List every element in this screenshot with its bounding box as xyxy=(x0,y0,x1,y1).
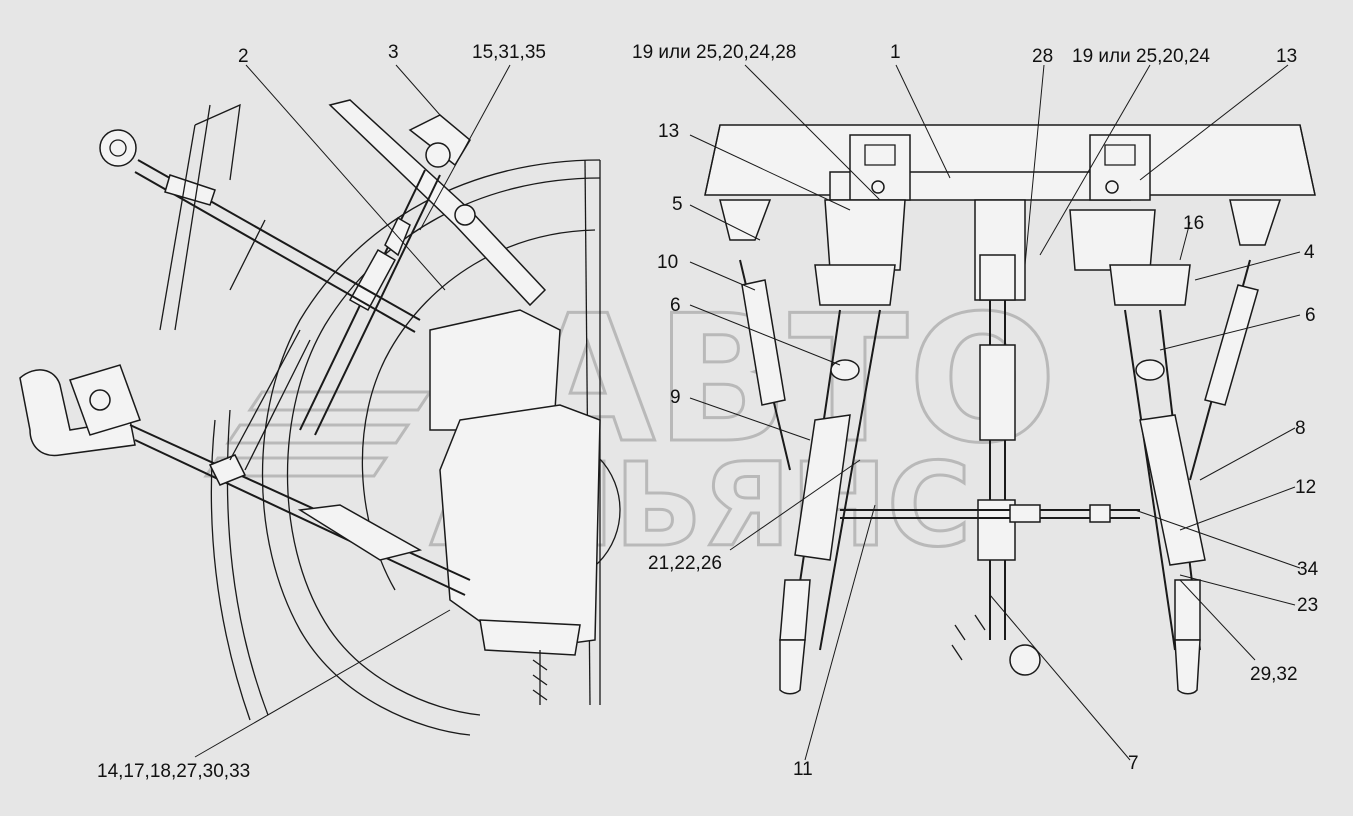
upper-linkage xyxy=(299,99,547,436)
callout-3: 3 xyxy=(388,42,399,63)
callout-14-17-18-27-30-33: 14,17,18,27,30,33 xyxy=(97,761,250,782)
callout-5: 5 xyxy=(672,194,683,215)
left-lower-arm xyxy=(779,309,881,695)
callout-2: 2 xyxy=(238,46,249,67)
callout-6-right: 6 xyxy=(1305,305,1316,326)
callout-9: 9 xyxy=(670,387,681,408)
rear-bracket xyxy=(429,309,601,705)
lower-link-hook xyxy=(19,329,471,596)
callout-23: 23 xyxy=(1297,595,1318,616)
callout-21-22-26: 21,22,26 xyxy=(648,553,722,574)
right-lower-arm xyxy=(1124,309,1206,695)
callout-11: 11 xyxy=(793,759,813,780)
callout-10: 10 xyxy=(657,252,678,273)
watermark-line-1: АВТО xyxy=(520,279,1057,482)
callout-29-32: 29,32 xyxy=(1250,664,1298,685)
callout-34: 34 xyxy=(1297,559,1319,580)
callout-labels: 2 3 15,31,35 19 или 25,20,24,28 1 28 19 … xyxy=(97,42,1319,782)
leader-lines xyxy=(194,64,1301,761)
callout-12: 12 xyxy=(1295,477,1316,498)
callout-19-25-20-24-28: 19 или 25,20,24,28 xyxy=(632,42,796,63)
center-link xyxy=(951,300,1041,676)
callout-1: 1 xyxy=(890,42,901,63)
callout-16: 16 xyxy=(1183,213,1204,234)
center-bracket xyxy=(974,199,1026,301)
callout-6-left: 6 xyxy=(670,295,681,316)
callout-15-31-35: 15,31,35 xyxy=(472,42,546,63)
callout-13-right: 13 xyxy=(1276,46,1297,67)
left-lift-rod xyxy=(719,199,791,471)
left-bracket xyxy=(814,134,911,306)
callout-28: 28 xyxy=(1032,46,1053,67)
right-bracket xyxy=(1069,134,1191,306)
cross-beam xyxy=(704,124,1316,201)
top-link xyxy=(99,103,421,333)
callout-4: 4 xyxy=(1304,242,1315,263)
stabilizer-bar xyxy=(840,504,1140,523)
callout-8: 8 xyxy=(1295,418,1306,439)
callout-13-left: 13 xyxy=(658,121,679,142)
watermark-stripes xyxy=(203,390,433,478)
callout-7: 7 xyxy=(1128,753,1139,774)
right-lift-rod xyxy=(1189,199,1282,481)
callout-19-25-20-24: 19 или 25,20,24 xyxy=(1072,46,1210,67)
side-view xyxy=(19,99,621,736)
